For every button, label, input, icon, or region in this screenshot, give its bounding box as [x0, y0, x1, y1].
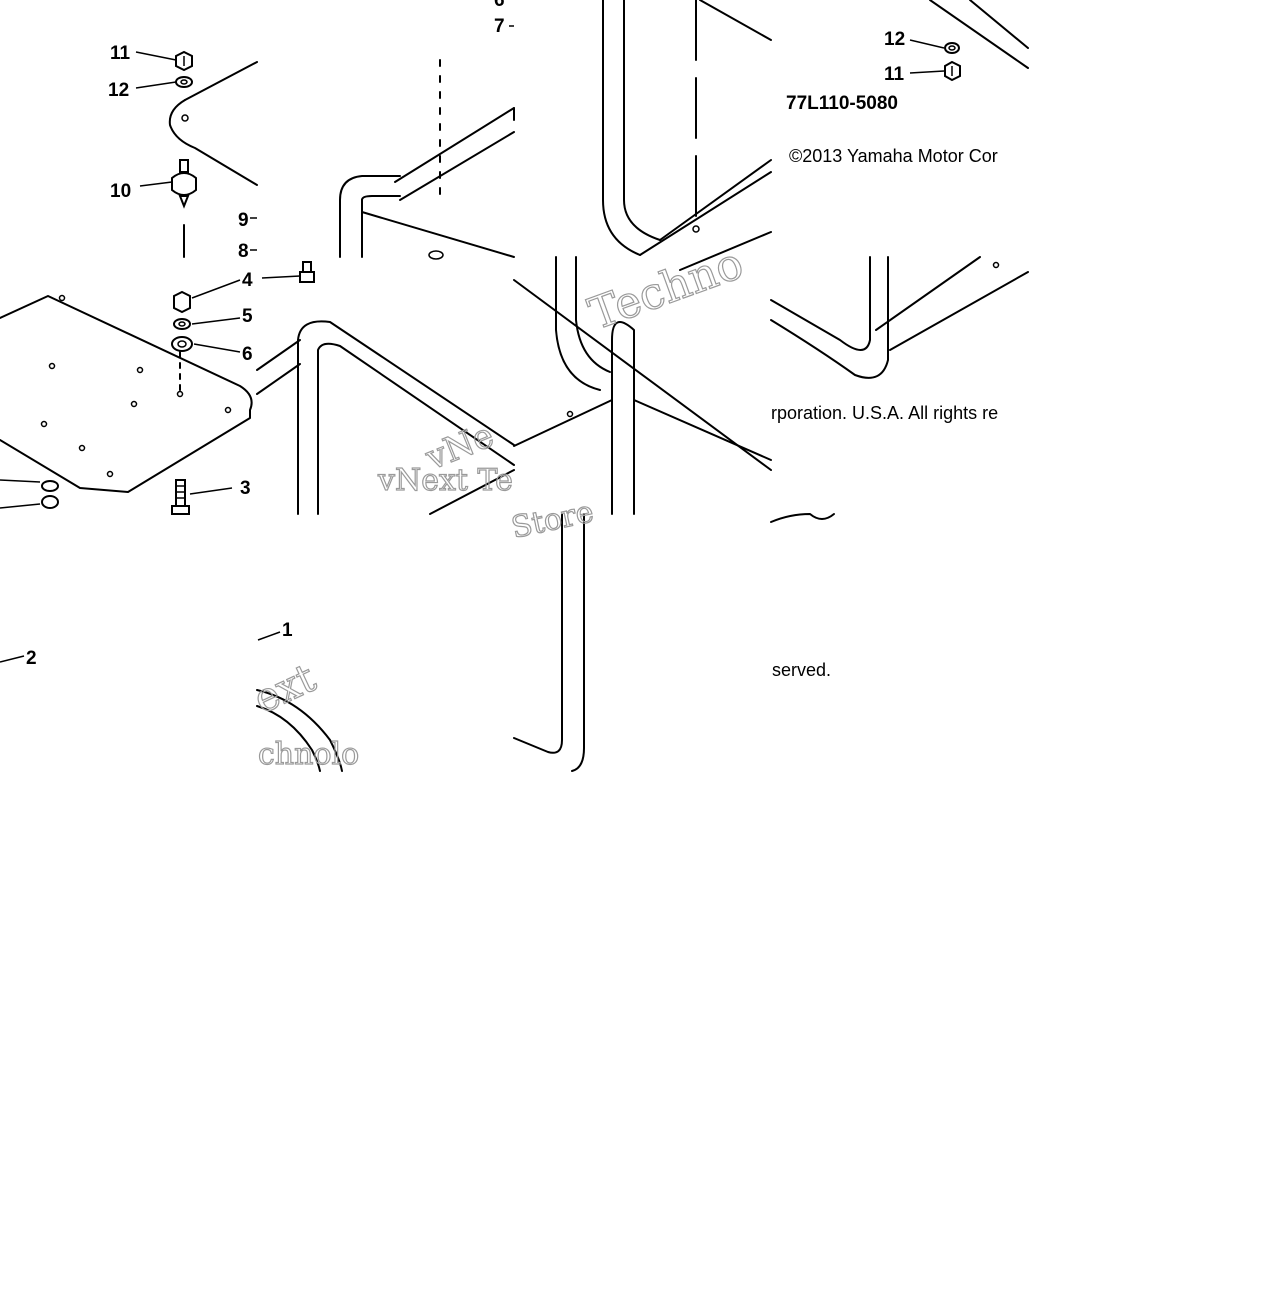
frame-cross [513, 399, 613, 447]
callout-3: 3 [240, 478, 251, 499]
watermark-text: chnolo [258, 737, 359, 772]
tile-lower-left: 2 [0, 648, 37, 669]
tile-top-center-right [513, 0, 772, 256]
watermark-text: ext [247, 655, 323, 723]
frame-corner-bend [770, 256, 889, 379]
frame-tube-lower [256, 363, 301, 395]
frame-inner-bend [623, 0, 661, 241]
callout-11: 11 [110, 43, 131, 64]
callout-4: 4 [242, 270, 253, 291]
bolt-icon [299, 261, 315, 283]
frame-rail [394, 107, 515, 183]
bolt-hole [692, 225, 700, 233]
frame-upright [339, 199, 363, 258]
callout-12-right: 12 [884, 29, 905, 50]
frame-rail [513, 279, 772, 471]
callout-6-top: 6 [494, 0, 505, 11]
frame-bend-inner [317, 342, 515, 515]
frame-curve-inner [256, 705, 321, 772]
nut-icon [944, 60, 961, 82]
spacer-icon [171, 336, 193, 352]
frame-tube [339, 175, 401, 201]
frame-corner-inner [770, 256, 871, 351]
bracket-edge-lower [168, 99, 258, 186]
frame-rail-top [659, 159, 772, 241]
tile-mid-right: rporation. U.S.A. All rights re [770, 256, 1029, 423]
copyright-line-1: ©2013 Yamaha Motor Cor [789, 146, 998, 166]
frame-top-edge-inner [969, 0, 1029, 49]
washer-icon [944, 42, 960, 54]
frame-tube-inner [361, 195, 401, 201]
callout-8: 8 [238, 241, 249, 262]
frame-cross [361, 211, 515, 258]
callout-6: 6 [242, 344, 253, 365]
tile-top-left: 11 12 10 9 8 [108, 43, 258, 262]
frame-outer-bend [555, 256, 601, 391]
callout-10: 10 [110, 181, 131, 202]
frame-edge-curve [770, 513, 835, 523]
nut-icon [41, 495, 59, 509]
frame-leg-bend [513, 513, 563, 754]
frame-top-right [699, 0, 772, 41]
stud-icon [171, 479, 190, 515]
frame-cross-right [633, 399, 772, 461]
tile-lower-right: served. [770, 513, 835, 680]
base-plate [0, 295, 253, 493]
frame-rail [875, 256, 981, 331]
mount-hole [428, 250, 444, 260]
tile-top-center-left: 7 6 [339, 0, 515, 260]
watermark-text: vNext Te [377, 463, 513, 498]
tile-mid-left: 4 5 6 3 [0, 261, 315, 515]
frame-top-rail [679, 231, 772, 271]
frame-leg-bend-outer [571, 513, 585, 772]
watermark-text: Techno [582, 238, 750, 341]
nut-icon [175, 50, 193, 72]
bracket-edge [184, 61, 258, 101]
callout-5: 5 [242, 306, 253, 327]
tile-mid-center-right: Techno [513, 231, 772, 515]
copyright-line-2: rporation. U.S.A. All rights re [771, 403, 998, 423]
callout-7: 7 [494, 16, 505, 37]
frame-inner-bend [575, 256, 611, 373]
frame-outer-bend [602, 0, 641, 256]
rubber-mount-icon [171, 159, 197, 258]
frame-rail-lower [399, 131, 515, 201]
frame-upright [611, 321, 635, 515]
tile-mid-center-left: vNext Te vNe [256, 320, 515, 515]
frame-rail-lower [889, 271, 1029, 351]
callout-2: 2 [26, 648, 37, 669]
nut-icon [173, 290, 191, 314]
bolt-hole [181, 114, 189, 122]
frame-curve [256, 689, 343, 772]
tile-lower-center-left: 1 ext chnolo [246, 620, 360, 773]
copyright-line-3: served. [772, 660, 831, 680]
washer-icon [41, 480, 59, 492]
tile-lower-center-right: Store [508, 494, 597, 772]
callout-1: 1 [282, 620, 293, 641]
frame-top-edge [929, 0, 1029, 69]
washer-icon [175, 76, 193, 88]
frame-rail [429, 469, 515, 515]
frame-bend [297, 320, 515, 515]
frame-tube [256, 339, 301, 371]
callout-12: 12 [108, 80, 129, 101]
frame-rail-bottom [639, 171, 772, 256]
part-code: 77L110-5080 [786, 93, 898, 114]
callout-9: 9 [238, 210, 249, 231]
callout-11-right: 11 [884, 64, 905, 85]
tile-top-right: 12 11 77L110-5080 ©2013 Yamaha Motor Cor [786, 0, 1029, 166]
washer-icon [173, 318, 191, 330]
